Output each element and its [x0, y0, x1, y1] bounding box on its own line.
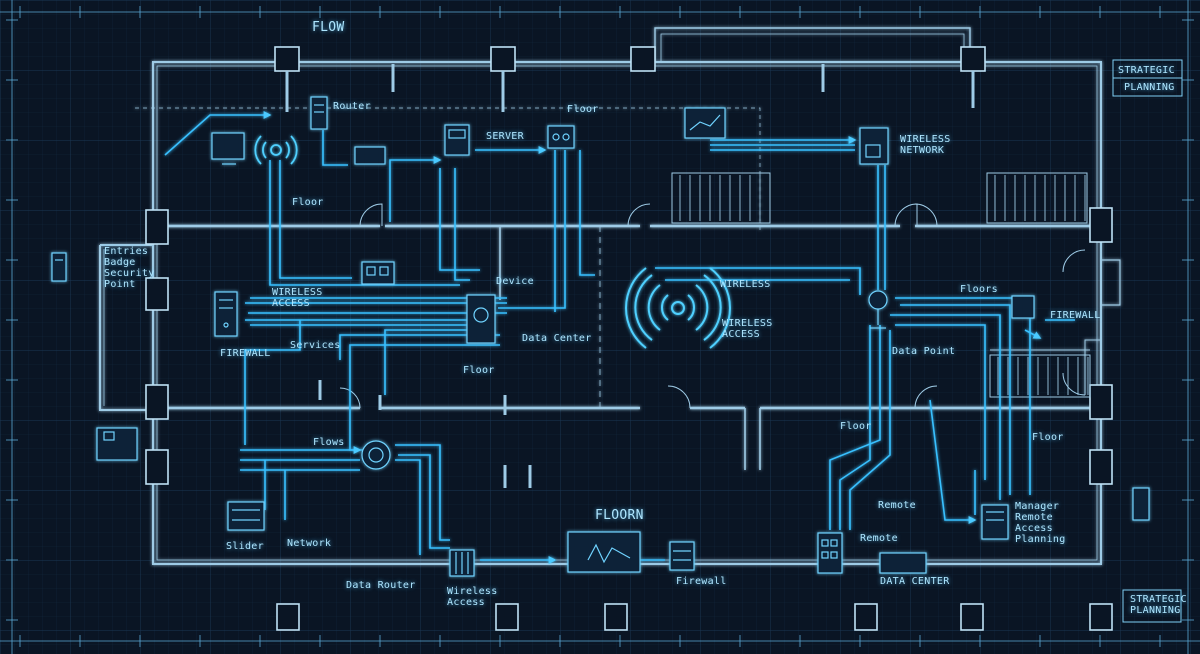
data-point-label: Data Point — [892, 346, 956, 357]
switch-icon — [227, 501, 265, 531]
flows-label: Flows — [313, 437, 345, 448]
services-label: Services — [290, 340, 341, 351]
columns — [145, 46, 1113, 631]
access-point-icon — [466, 294, 496, 344]
badge-reader-icon — [51, 252, 67, 282]
door-swings — [339, 203, 1086, 409]
switch-icon — [817, 532, 843, 574]
monitor-icon — [211, 132, 245, 165]
device-label: Device — [496, 276, 534, 287]
wireless-signal-icon — [625, 267, 731, 349]
server-rack-icon — [444, 124, 470, 156]
monitor-icon — [354, 146, 386, 165]
data-center-label: DATA CENTER — [880, 576, 950, 587]
firewall-left-label: FIREWALL — [220, 348, 271, 359]
floors-right-label: Floors — [960, 284, 998, 295]
floor-label-center: Floor — [840, 421, 872, 432]
network-label: Network — [287, 538, 332, 549]
stairs — [671, 172, 1091, 398]
router-icon — [547, 125, 575, 149]
floor-label-top: Floor — [567, 104, 599, 115]
switch-icon — [361, 261, 395, 285]
firewall-icon — [214, 291, 238, 337]
wireless-network-label: WIRELESS NETWORK — [900, 134, 951, 156]
floorn-label: FLOORN — [595, 508, 644, 523]
badge-reader-icon — [96, 427, 138, 461]
access-point-icon — [868, 290, 888, 329]
data-router-label: Data Router — [346, 580, 416, 591]
strategic-label: STRATEGIC — [1118, 65, 1175, 76]
router-label: Router — [333, 101, 371, 112]
data-center-mid-label: Data Center — [522, 333, 592, 344]
floor-label-right: Floor — [1032, 432, 1064, 443]
server-rack-icon — [449, 549, 475, 577]
wireless-mid-label: WIRELESS — [720, 279, 771, 290]
stair-steps — [679, 175, 1089, 395]
server-label: SERVER — [486, 131, 524, 142]
entry-notes: Entries Badge Security Point — [104, 246, 155, 290]
remote-label: Remote — [878, 500, 916, 511]
flow-title: FLOW — [312, 20, 345, 35]
server-rack-icon — [1132, 487, 1150, 521]
chart-screen-icon — [567, 531, 641, 573]
remote-lower-label: Remote — [860, 533, 898, 544]
wireless-access-mid-label: WIRELESS ACCESS — [722, 318, 773, 340]
slider-label: Slider — [226, 541, 264, 552]
floor-label-mid: Floor — [463, 365, 495, 376]
server-rack-icon — [669, 541, 695, 571]
router-icon — [361, 440, 391, 470]
router-icon — [859, 127, 889, 165]
wireless-signal-icon — [254, 135, 298, 165]
device-icons — [51, 96, 1150, 577]
wireless-access-bottom-label: Wireless Access — [447, 586, 498, 608]
server-rack-icon — [310, 96, 328, 130]
label-frames — [1112, 59, 1183, 623]
network-flow-lines — [164, 111, 1075, 564]
monitor-icon — [879, 552, 927, 574]
strategic-planning-bottom: STRATEGIC PLANNING — [1130, 594, 1187, 616]
firewall-right-label: FIREWALL — [1050, 310, 1101, 321]
monitor-icon — [1011, 295, 1035, 319]
wireless-access-left-label: WIRELESS ACCESS — [272, 287, 323, 309]
chart-screen-icon — [684, 107, 726, 139]
planning-label: PLANNING — [1124, 82, 1175, 93]
server-rack-icon — [981, 504, 1009, 540]
firewall-bottom-label: Firewall — [676, 576, 727, 587]
ruler-ticks — [6, 6, 1194, 647]
manager-notes: Manager Remote Access Planning — [1015, 501, 1066, 545]
posts — [285, 64, 975, 488]
floor-label-left: Floor — [292, 197, 324, 208]
